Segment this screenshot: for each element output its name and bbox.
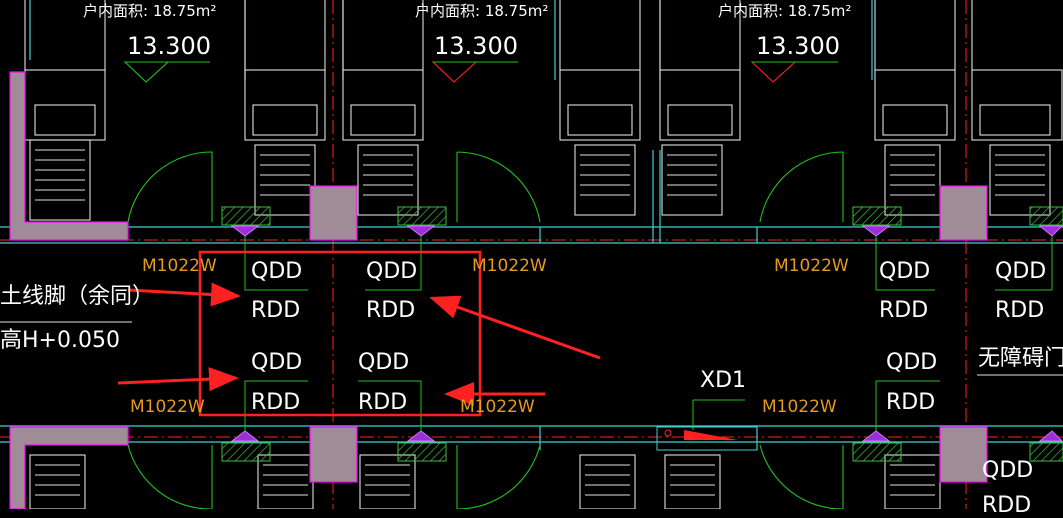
unit-top-7 <box>971 69 1063 216</box>
unit-top-5 <box>659 69 741 216</box>
qdd-label: QDD <box>995 259 1047 284</box>
rdd-label: RDD <box>358 390 408 415</box>
rdd-label: RDD <box>251 298 301 323</box>
door-tag-2: M1022W <box>472 256 547 276</box>
unit-top-4 <box>559 69 641 216</box>
rdd-label: RDD <box>982 493 1032 518</box>
door-tag-5: M1022W <box>460 397 535 417</box>
elevation-markers <box>123 61 838 83</box>
skirting-note: 土线脚（余同） <box>0 284 155 309</box>
area-label-3: 户内面积: 18.75m² <box>718 2 852 20</box>
rdd-label: RDD <box>995 298 1045 323</box>
accessible-door-note: 无障碍门 <box>978 346 1063 371</box>
highlight-box <box>198 250 482 417</box>
height-note: 高H+0.050 <box>0 328 120 353</box>
rdd-label: RDD <box>879 298 929 323</box>
door-tag-6: M1022W <box>762 397 837 417</box>
door-tag-4: M1022W <box>130 397 205 417</box>
qdd-label: QDD <box>251 350 303 375</box>
door-tag-3: M1022W <box>774 256 849 276</box>
qdd-label: QDD <box>366 259 418 284</box>
unit-top-1 <box>24 0 106 221</box>
elevation-label-3: 13.300 <box>756 32 840 60</box>
elevation-label-1: 13.300 <box>127 32 211 60</box>
furniture-blocks <box>24 0 1063 509</box>
rdd-label: RDD <box>366 298 416 323</box>
annotation-arrows <box>117 282 601 406</box>
unit-top-6 <box>874 69 956 216</box>
qdd-label: QDD <box>358 350 410 375</box>
unit-top-2 <box>244 69 326 216</box>
door-tag-1: M1022W <box>142 256 217 276</box>
structural-walls <box>9 71 988 509</box>
unit-top-3 <box>342 69 424 216</box>
purple-fixtures <box>230 225 1063 442</box>
elevation-label-2: 13.300 <box>434 32 518 60</box>
rdd-label: RDD <box>251 390 301 415</box>
area-label-2: 户内面积: 18.75m² <box>415 2 549 20</box>
xd1-box <box>656 426 758 451</box>
hatched-fixtures <box>221 206 1063 462</box>
qdd-label: QDD <box>251 259 303 284</box>
area-label-1: 户内面积: 18.75m² <box>83 2 217 20</box>
door-swings <box>127 151 844 509</box>
corridor-walls <box>0 0 1063 450</box>
xd1-label: XD1 <box>700 368 747 393</box>
qdd-label: QDD <box>982 458 1034 483</box>
rdd-label: RDD <box>886 390 936 415</box>
qdd-label: QDD <box>879 259 931 284</box>
qdd-label: QDD <box>886 350 938 375</box>
